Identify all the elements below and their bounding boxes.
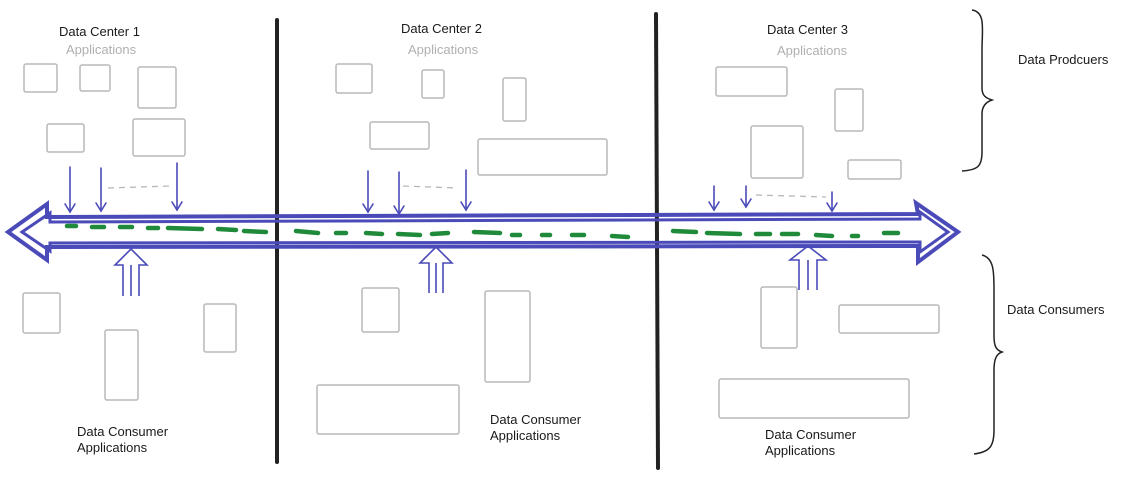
- data-bus-arrow-inner: [19, 209, 951, 255]
- app-box: [104, 329, 139, 401]
- producer-hint-lines: [107, 185, 827, 198]
- app-box: [421, 69, 445, 99]
- dc3-title: Data Center 3: [767, 22, 848, 37]
- dc2-consumer-label: Data Consumer Applications: [490, 412, 582, 443]
- producer-arrows: [64, 162, 838, 216]
- down-arrow: [171, 162, 183, 212]
- data-stream: [64, 223, 901, 240]
- app-box: [335, 63, 373, 94]
- up-double-arrow: [418, 245, 454, 293]
- app-box: [22, 292, 61, 334]
- consumers-label: Data Consumers: [1007, 302, 1105, 317]
- down-arrow: [362, 170, 374, 214]
- app-box: [361, 287, 400, 333]
- app-box: [834, 88, 864, 132]
- up-double-arrow: [787, 244, 829, 290]
- down-arrow: [95, 167, 107, 213]
- app-box: [847, 159, 902, 180]
- consumer-arrows: [113, 244, 829, 296]
- down-arrow: [826, 191, 838, 213]
- app-box: [79, 64, 111, 92]
- app-box: [132, 118, 186, 157]
- down-arrow: [460, 169, 472, 212]
- app-box: [316, 384, 460, 435]
- down-arrow: [393, 171, 405, 216]
- down-arrow: [708, 185, 720, 212]
- app-box: [760, 286, 798, 349]
- dc3-subtitle: Applications: [777, 43, 848, 58]
- producers-brace: [961, 9, 995, 172]
- app-box: [718, 378, 910, 419]
- dc3-consumer-label: Data Consumer Applications: [765, 427, 857, 458]
- producers-label: Data Prodcuers: [1018, 52, 1109, 67]
- up-double-arrow: [113, 247, 149, 296]
- dc2-title: Data Center 2: [401, 21, 482, 36]
- down-arrow: [64, 166, 76, 214]
- dc1-consumer-label: Data Consumer Applications: [77, 424, 169, 455]
- dc1-subtitle: Applications: [66, 42, 137, 57]
- app-box: [477, 138, 608, 176]
- app-box: [838, 304, 940, 334]
- dc2-subtitle: Applications: [408, 42, 479, 57]
- app-box: [369, 121, 430, 150]
- app-box: [750, 125, 804, 179]
- app-box: [46, 123, 85, 153]
- app-box: [484, 290, 531, 383]
- dc1-title: Data Center 1: [59, 24, 140, 39]
- consumer-app-boxes: [22, 286, 940, 435]
- producer-app-boxes: [23, 63, 902, 180]
- app-box: [203, 303, 237, 353]
- consumers-brace: [973, 254, 1005, 455]
- app-box: [502, 77, 527, 122]
- app-box: [137, 66, 177, 109]
- data-bus-arrow: [4, 198, 962, 266]
- down-arrow: [740, 185, 752, 209]
- app-box: [715, 66, 788, 97]
- app-box: [23, 63, 58, 93]
